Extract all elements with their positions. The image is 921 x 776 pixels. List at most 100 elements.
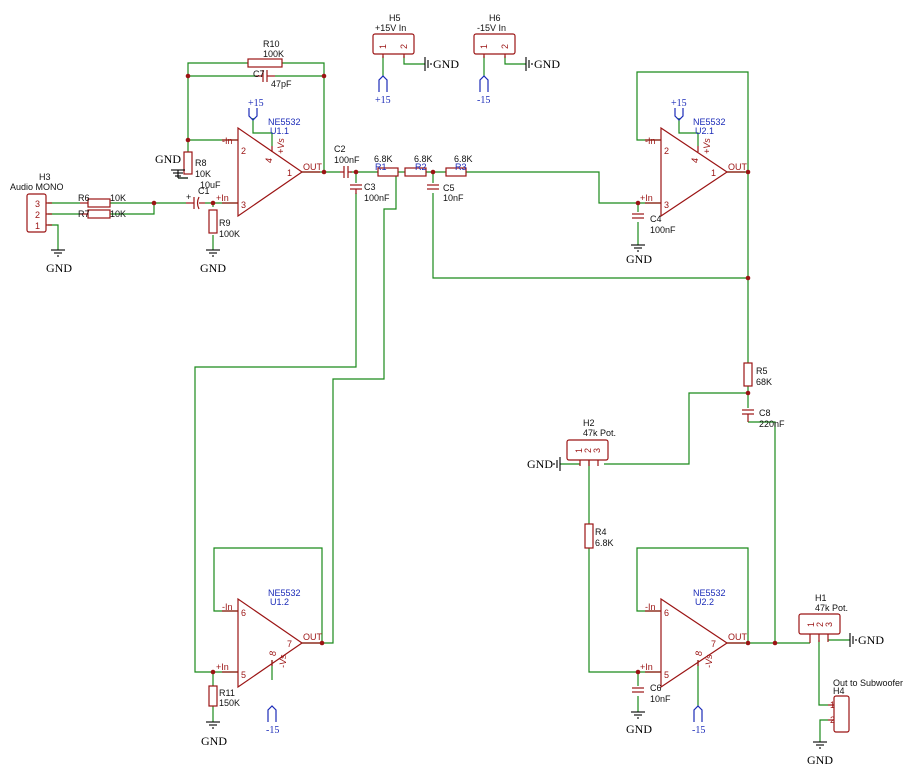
resistor-ref: R2 [415,162,427,172]
pin-vs-label: -Vs [278,654,288,668]
capacitor-c2: C2 100nF [334,144,360,178]
capacitor-ref: C5 [443,183,455,193]
svg-text:GND: GND [626,252,652,266]
power-neg-icon: -15 [266,705,279,736]
pin-out-label: OUT [303,162,323,172]
resistor-r3: 6.8K R3 [445,154,473,177]
svg-text:GND: GND [626,722,652,736]
wires [48,56,850,742]
power-pos-icon: +15 [671,98,687,121]
pin-plus-label: +In [640,193,653,203]
pin-number: 2 [583,448,593,453]
capacitor-value: 100nF [650,225,676,235]
pin-out-label: OUT [303,632,323,642]
opamp-u2-2: -In +In OUT 6 5 7 8 -Vs NE5532 U2.2 [640,588,748,689]
pin-number: 8 [694,651,704,656]
capacitor-value: 47pF [271,79,292,89]
header-h3: 3 2 1 H3 Audio MONO [10,172,64,233]
header-ref: H5 [389,13,401,23]
pin-number: 1 [287,168,292,178]
header-name: +15V In [375,23,406,33]
unit-ref: U2.1 [695,126,714,136]
power-neg-icon: -15 [477,75,490,106]
pin-number: 6 [664,608,669,618]
pin-number: 3 [664,200,669,210]
resistor-r10: R10 100K [247,39,284,68]
header-name: Out to Subwoofer [833,678,903,688]
pin-number: 5 [664,670,669,680]
svg-text:GND: GND [858,633,884,647]
ground-icon: GND [626,711,652,736]
pin-number: 2 [664,146,669,156]
junctions [151,73,778,675]
header-h5: 1 2 H5 +15V In [372,13,415,58]
unit-ref: U1.2 [270,597,289,607]
capacitor-ref: C3 [364,182,376,192]
pin-number: 2 [830,715,835,725]
pin-plus-label: +In [216,662,229,672]
resistor-ref: R11 [219,688,235,698]
resistor-value: 100K [263,49,284,59]
pin-number: 7 [287,639,292,649]
capacitor-c8: C8 220nF [742,408,785,429]
capacitor-value: 100nF [364,193,390,203]
svg-text:GND: GND [807,753,833,767]
ic-type: NE5532 [268,588,301,598]
ground-icon: GND [424,57,459,71]
capacitor-value: 10nF [443,193,464,203]
resistor-value: 100K [219,229,240,239]
header-ref: H3 [39,172,51,182]
resistor-value: 150K [219,698,240,708]
capacitor-value: 100nF [334,155,360,165]
capacitor-ref: C2 [334,144,346,154]
ground-icon: GND [525,57,560,71]
resistor-ref: R3 [455,162,467,172]
resistor-r7: R7 10K [78,209,126,219]
pin-number: 1 [711,168,716,178]
resistor-r9: R9 100K [208,209,240,239]
pin-minus-label: -In [645,602,656,612]
pin-number: 1 [378,44,388,49]
capacitor-c7: C7 47pF [253,69,292,89]
svg-text:GND: GND [155,152,181,166]
pin-number: 7 [711,639,716,649]
header-name: 47k Pot. [583,428,616,438]
svg-text:+15: +15 [671,98,687,109]
capacitor-c5: C5 10nF [427,183,464,203]
pin-out-label: OUT [728,632,748,642]
pin-plus-label: +In [216,193,229,203]
header-h2: 1 2 3 H2 47k Pot. [566,418,616,466]
svg-text:-15: -15 [692,725,705,736]
ground-icon: GND [807,741,833,767]
ground-icon: GND [200,249,226,275]
pin-plus-label: +In [640,662,653,672]
ic-type: NE5532 [693,117,726,127]
resistor-ref: R5 [756,366,768,376]
ground-icon: GND [527,457,561,471]
power-pos-icon: +15 [375,75,391,106]
pin-number: 6 [241,608,246,618]
pin-number: 3 [241,200,246,210]
pin-number: 2 [35,210,40,220]
header-ref: H1 [815,593,827,603]
unit-ref: U1.1 [270,126,289,136]
capacitor-ref: C1 [198,186,210,196]
svg-text:GND: GND [201,734,227,748]
opamp-u1-2: -In +In OUT 6 5 7 8 -Vs NE5532 U1.2 [216,588,323,689]
svg-text:+15: +15 [248,98,264,109]
pin-number: 1 [806,622,816,627]
pin-number: 5 [241,670,246,680]
svg-text:-15: -15 [266,725,279,736]
svg-text:GND: GND [46,261,72,275]
opamp-u2-1: -In +In OUT 2 3 1 4 +Vs NE5532 U2.1 [640,117,748,218]
pin-number: 4 [264,158,274,163]
resistor-value: 68K [756,377,772,387]
pin-minus-label: -In [645,136,656,146]
ground-icon: GND [46,249,72,275]
svg-text:GND: GND [534,57,560,71]
header-ref: H6 [489,13,501,23]
svg-text:+15: +15 [375,95,391,106]
resistor-value: 10K [110,209,126,219]
header-h1: 1 2 3 H1 47k Pot. [798,593,848,643]
